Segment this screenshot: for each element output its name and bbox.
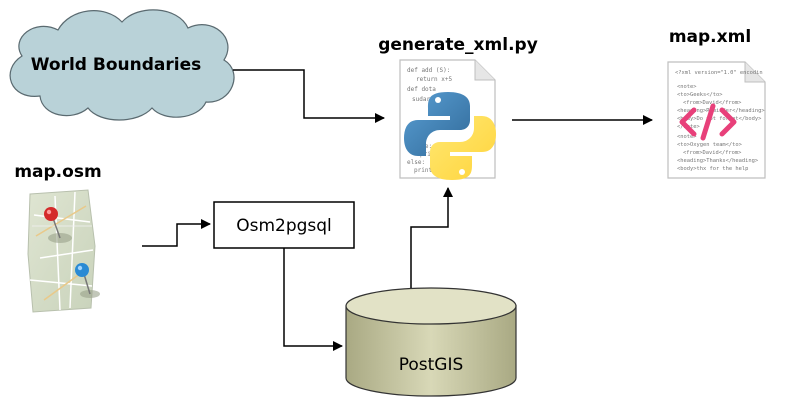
xml-line: <heading>Thanks</heading> bbox=[677, 158, 759, 164]
arrow-world-boundaries-to-script bbox=[233, 69, 385, 123]
map-osm-label: map.osm bbox=[14, 162, 101, 182]
cloud-shape bbox=[9, 9, 235, 121]
code-line: sudarshan bbox=[412, 96, 445, 103]
python-logo-icon bbox=[404, 92, 496, 180]
arrow-osm2pgsql-to-postgis bbox=[283, 248, 343, 351]
xml-line: <note> bbox=[677, 84, 697, 90]
code-line: def dota bbox=[407, 86, 436, 93]
xml-line: <from>David</from> bbox=[683, 150, 742, 156]
postgis-node: PostGIS bbox=[345, 287, 517, 397]
database-cylinder-icon bbox=[345, 305, 517, 397]
osm2pgsql-label: Osm2pgsql bbox=[236, 216, 332, 236]
code-line: else: bbox=[407, 159, 425, 166]
xml-line: <to>Oxygen team</to> bbox=[677, 142, 743, 148]
map-osm-node bbox=[27, 189, 100, 313]
blue-map-pin-icon bbox=[75, 263, 91, 295]
code-line: def add (S): bbox=[407, 67, 450, 74]
xml-line: <note> bbox=[677, 134, 697, 140]
generate-script-label: generate_xml.py bbox=[378, 35, 538, 55]
xml-line: <body>Do not forget</body> bbox=[677, 116, 762, 122]
map-xml-node: <?xml version="1.0" encodin <note> <to>G… bbox=[667, 61, 766, 179]
world-boundaries-node: World Boundaries bbox=[9, 9, 235, 121]
osm2pgsql-node: Osm2pgsql bbox=[213, 201, 355, 249]
code-line: return x+5 bbox=[416, 76, 453, 83]
xml-tag-icon bbox=[679, 103, 737, 141]
world-boundaries-label: World Boundaries bbox=[31, 55, 201, 75]
xml-line: <to>Geeks</to> bbox=[677, 92, 723, 98]
python-script-node: def add (S): return x+5 def dota sudarsh… bbox=[399, 59, 496, 180]
xml-document-icon bbox=[667, 61, 766, 179]
postgis-label: PostGIS bbox=[399, 355, 464, 375]
red-map-pin-icon bbox=[44, 207, 61, 239]
xml-line: <body>thx for the help bbox=[677, 166, 748, 172]
xml-line: <?xml version="1.0" encodin bbox=[675, 70, 763, 76]
arrow-postgis-to-script bbox=[410, 187, 453, 288]
xml-line: <from>David</from> bbox=[683, 100, 742, 106]
arrow-map-osm-to-osm2pgsql bbox=[142, 219, 211, 247]
code-line: print bbox=[420, 151, 438, 158]
map-xml-label: map.xml bbox=[669, 27, 751, 47]
